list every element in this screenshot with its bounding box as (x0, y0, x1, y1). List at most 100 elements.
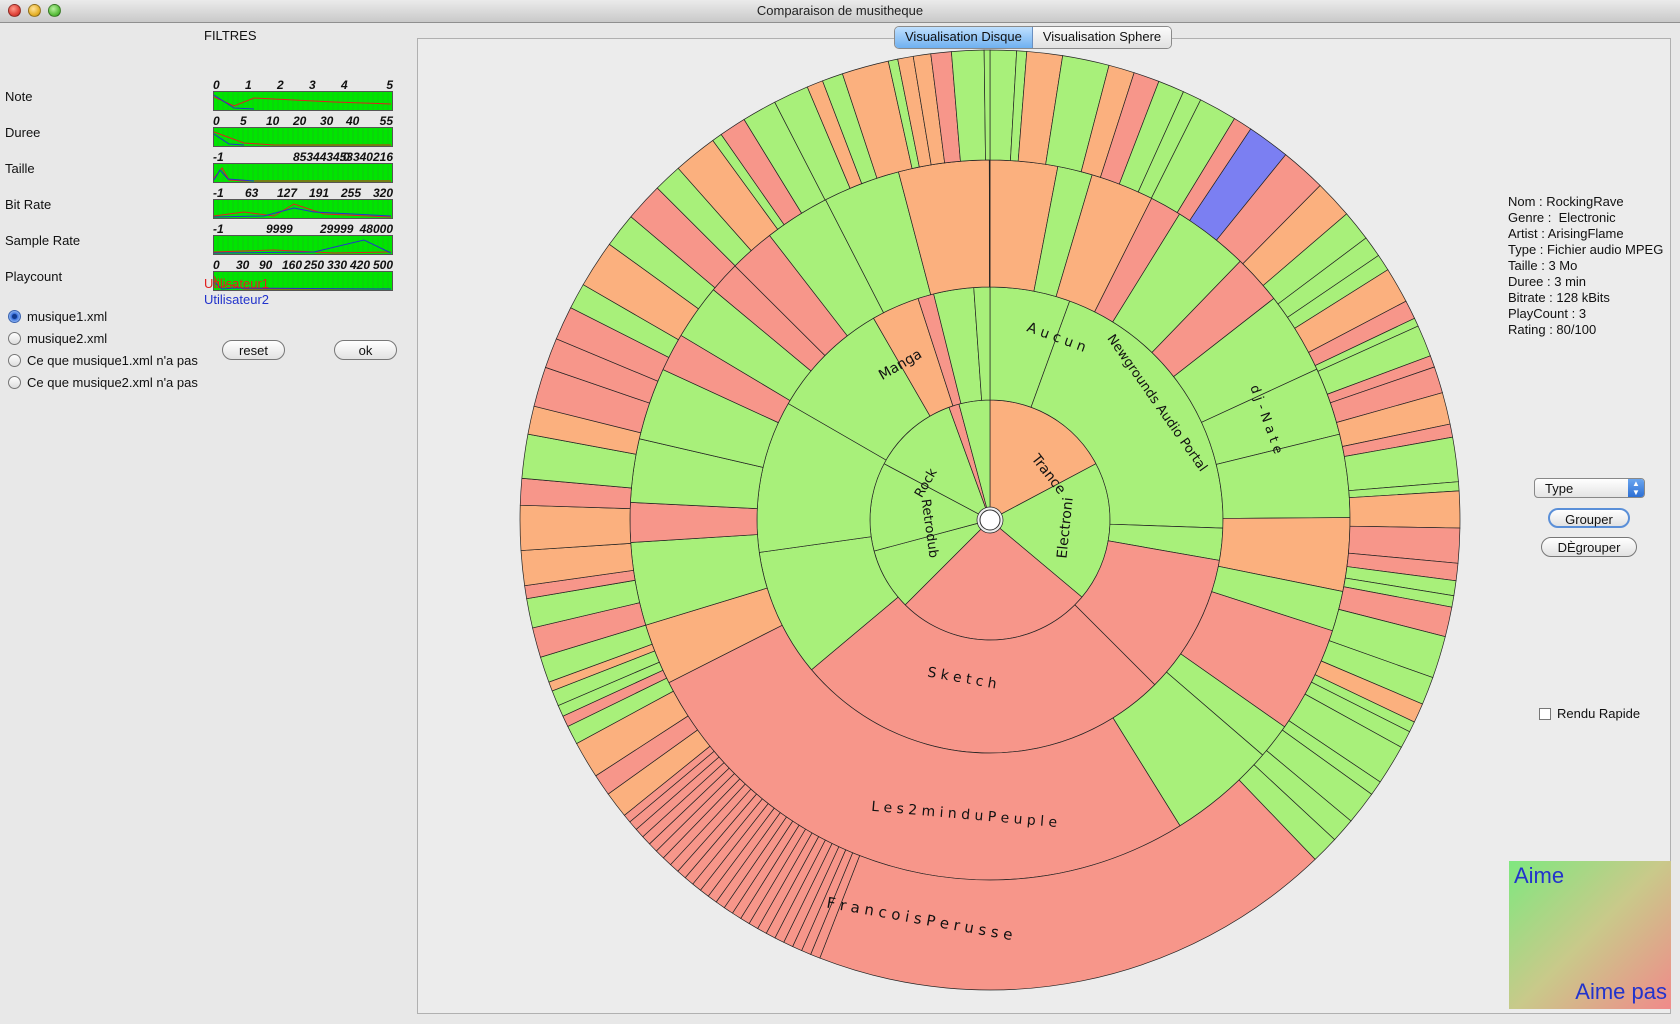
radio-label: musique2.xml (27, 331, 108, 346)
filter-tick-label: 250 (304, 258, 325, 272)
filter-tick-label: 40 (346, 114, 360, 128)
fast-render-toggle[interactable]: Rendu Rapide (1539, 706, 1640, 721)
user1-histogram-line (214, 96, 392, 107)
ok-button[interactable]: ok (334, 340, 397, 360)
filter-tick-label: 191 (309, 186, 330, 200)
track-segment[interactable] (819, 779, 1316, 991)
color-legend: Aime Aime pas (1509, 861, 1671, 1009)
user1-histogram-line (214, 203, 392, 218)
user2-histogram-line (214, 281, 392, 290)
title-bar: Comparaison de musitheque (0, 0, 1680, 23)
filter-tick-label: -1 (213, 150, 224, 164)
info-name: Nom : RockingRave (1508, 194, 1624, 209)
reset-button[interactable]: reset (222, 340, 285, 360)
checkbox-icon[interactable] (1539, 707, 1551, 720)
filter-label: Sample Rate (5, 233, 81, 248)
user1-histogram-line (214, 249, 392, 254)
filter-tick-label: 320 (372, 186, 393, 200)
filter-tick-label: 2 (277, 78, 284, 92)
filter-label: Taille (5, 161, 35, 176)
filter-tick-label: 1 (245, 78, 252, 92)
filter-tick-label: 4 (341, 78, 348, 92)
legend-dislikes: Aime pas (1575, 979, 1667, 1004)
filter-tick-label: 500 (372, 258, 393, 272)
info-bitrate: Bitrate : 128 kBits (1508, 290, 1610, 305)
filter-tick-label: 48000 (359, 222, 393, 236)
filter-tick-label: 8534434.0 (293, 150, 350, 164)
radio-button-icon[interactable] (8, 376, 21, 389)
info-artist: Artist : ArisingFlame (1508, 226, 1624, 241)
filter-label: Bit Rate (5, 197, 52, 212)
radio-label: Ce que musique2.xml n'a pas (27, 375, 198, 390)
track-segment[interactable] (1348, 490, 1461, 529)
filter-tick-label: 0 (213, 258, 220, 272)
radio-missing-in-musique2[interactable]: Ce que musique2.xml n'a pas (8, 375, 198, 390)
filter-histogram[interactable] (213, 127, 393, 147)
info-type: Type : Fichier audio MPEG (1508, 242, 1664, 257)
zoom-window-button[interactable] (48, 4, 61, 17)
filter-tick-label: 53340216 (339, 150, 393, 164)
user2-histogram-line (214, 94, 255, 110)
user1-histogram-line (214, 167, 391, 182)
filter-label: Duree (5, 125, 41, 140)
group-button[interactable]: Grouper (1548, 508, 1630, 528)
minimize-window-button[interactable] (28, 4, 41, 17)
filter-label: Playcount (5, 269, 63, 284)
radio-button-icon[interactable] (8, 332, 21, 345)
window-title: Comparaison de musitheque (756, 3, 924, 18)
user2-histogram-line (214, 207, 392, 218)
filter-tick-label: 55 (379, 114, 393, 128)
filters-title: FILTRES (204, 28, 257, 43)
disc-label: Electroni (1054, 497, 1076, 560)
user2-histogram-line (214, 169, 255, 182)
filter-tick-label: 30 (236, 258, 250, 272)
filter-histogram[interactable] (213, 199, 393, 219)
album-segment[interactable] (988, 159, 991, 288)
filter-tick-label: 160 (282, 258, 303, 272)
radio-button-icon[interactable] (8, 354, 21, 367)
filter-histogram[interactable] (213, 235, 393, 255)
group-by-select[interactable]: Type ▲▼ (1534, 478, 1645, 498)
filter-tick-label: -1 (213, 186, 224, 200)
filter-tick-label: 330 (327, 258, 348, 272)
radio-button-selected-icon[interactable] (8, 310, 21, 323)
filter-tick-label: 0 (213, 114, 220, 128)
radio-musique1[interactable]: musique1.xml (8, 309, 107, 324)
info-rating: Rating : 80/100 (1508, 322, 1597, 337)
filter-tick-label: 90 (259, 258, 273, 272)
filter-tick-label: 63 (245, 186, 259, 200)
filter-tick-label: 10 (266, 114, 280, 128)
filter-histogram[interactable] (213, 163, 393, 183)
ungroup-button[interactable]: DÈgrouper (1541, 537, 1637, 557)
filter-tick-label: 9999 (266, 222, 293, 236)
disc-center-hub[interactable] (979, 509, 1001, 531)
tab-visualisation-disque[interactable]: Visualisation Disque (895, 27, 1033, 48)
group-by-value: Type (1545, 481, 1574, 496)
track-segment[interactable] (983, 49, 991, 161)
radio-missing-in-musique1[interactable]: Ce que musique1.xml n'a pas (8, 353, 198, 368)
radio-musique2[interactable]: musique2.xml (8, 331, 107, 346)
filter-tick-label: 0 (213, 78, 220, 92)
info-duration: Duree : 3 min (1508, 274, 1587, 289)
filter-histogram[interactable] (213, 271, 393, 291)
view-tabs: Visualisation Disque Visualisation Spher… (894, 26, 1173, 49)
chevron-updown-icon: ▲▼ (1628, 479, 1644, 497)
track-segment[interactable] (519, 504, 632, 551)
tab-visualisation-sphere[interactable]: Visualisation Sphere (1032, 27, 1172, 48)
filter-histogram[interactable] (213, 91, 393, 111)
close-window-button[interactable] (8, 4, 21, 17)
filter-tick-label: 20 (293, 114, 307, 128)
